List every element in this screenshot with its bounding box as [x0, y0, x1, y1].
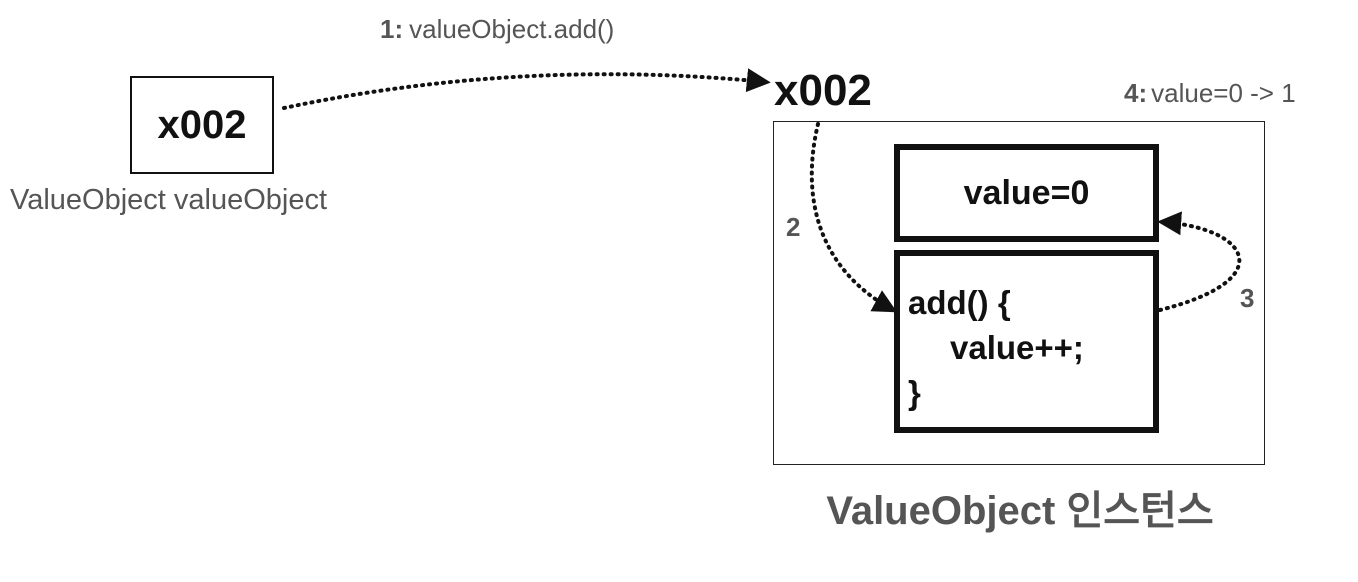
- instance-caption: ValueObject 인스턴스: [826, 489, 1214, 533]
- step-2-number: 2: [786, 212, 801, 242]
- method-box: add() { value++; }: [894, 250, 1159, 433]
- arrow-call-method: [282, 68, 771, 110]
- step-1-label: 1:valueObject.add(): [380, 14, 614, 45]
- step-1-text: valueObject.add(): [409, 14, 615, 44]
- reference-caption: ValueObject valueObject: [10, 184, 328, 216]
- step-4-text: value=0 -> 1: [1151, 78, 1296, 108]
- arrow-update-value: [1157, 211, 1242, 312]
- instance-frame: [773, 121, 1265, 465]
- step-3-label: 3: [1240, 283, 1254, 314]
- method-line-signature: add() {: [908, 284, 1011, 321]
- step-4-number: 4:: [1124, 78, 1148, 108]
- arrow-enter-method: [809, 122, 898, 313]
- reference-address: x002: [157, 102, 247, 147]
- step-2-label: 2: [786, 212, 800, 243]
- field-value-text: value=0: [963, 173, 1090, 212]
- reference-variable-box: x002: [130, 76, 274, 174]
- instance-address: x002: [774, 66, 872, 115]
- field-value-box: value=0: [894, 144, 1159, 242]
- method-line-close: }: [908, 374, 921, 411]
- step-1-number: 1:: [380, 14, 404, 44]
- step-3-number: 3: [1240, 283, 1255, 313]
- method-line-body: value++;: [950, 329, 1084, 366]
- step-4-label: 4:value=0 -> 1: [1124, 78, 1296, 109]
